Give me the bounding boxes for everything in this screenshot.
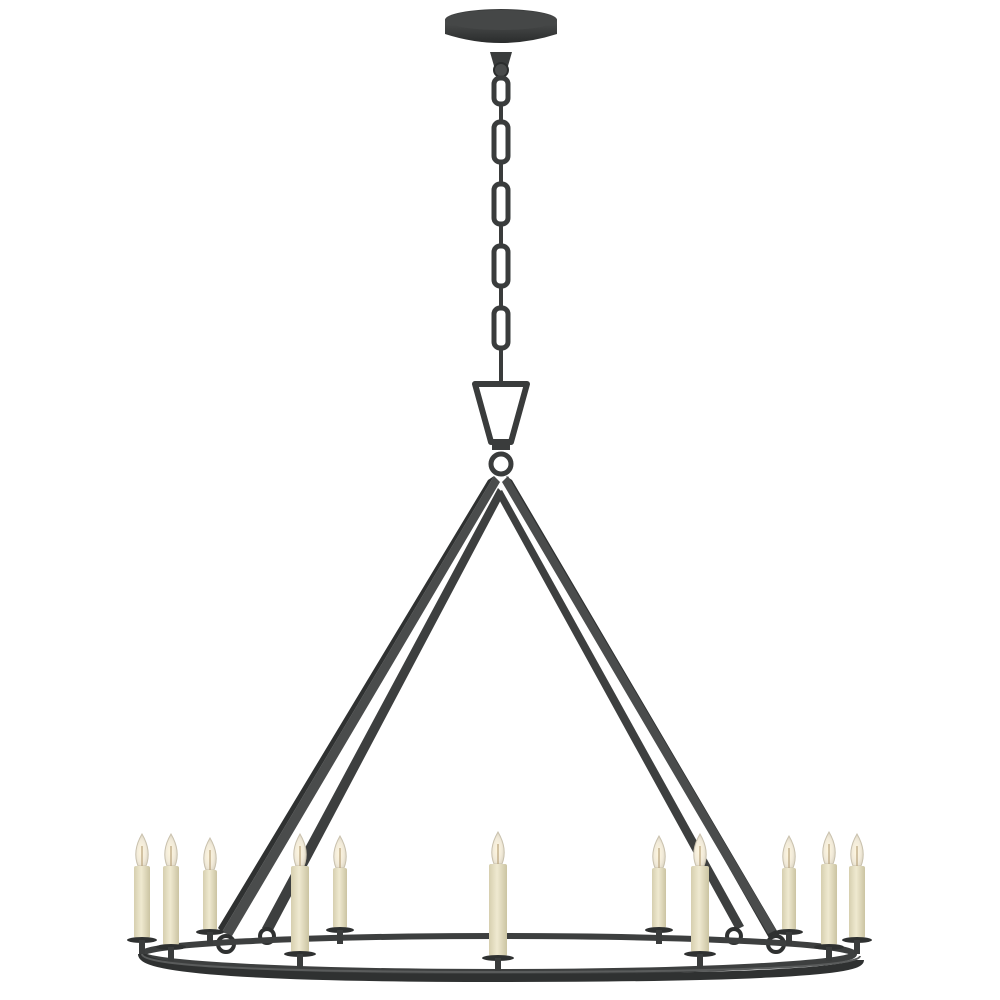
candle-sleeve <box>163 866 179 945</box>
support-arms <box>216 476 786 954</box>
candle-sleeve <box>652 868 666 928</box>
candle <box>645 835 673 944</box>
candle <box>842 833 872 954</box>
candle <box>814 831 844 961</box>
candle <box>284 833 316 968</box>
candle <box>156 833 186 961</box>
candles <box>127 831 872 972</box>
candle-ring-front <box>138 952 864 983</box>
candle <box>775 835 803 946</box>
candle <box>684 833 716 968</box>
candle <box>326 835 354 944</box>
candle <box>127 833 157 954</box>
candle-sleeve <box>333 868 347 928</box>
candle-sleeve <box>691 866 709 952</box>
candle-sleeve <box>203 870 217 930</box>
candle-sleeve <box>782 868 796 930</box>
candle-sleeve <box>291 866 309 952</box>
ceiling-canopy <box>445 9 557 78</box>
hanging-chain <box>491 75 511 384</box>
candle <box>196 837 224 946</box>
candle <box>482 831 514 972</box>
candle-sleeve <box>134 866 150 938</box>
trapezoid-connector <box>472 381 530 477</box>
candle-sleeve <box>489 864 507 956</box>
candle-sleeve <box>821 864 837 945</box>
candle-sleeve <box>849 866 865 938</box>
